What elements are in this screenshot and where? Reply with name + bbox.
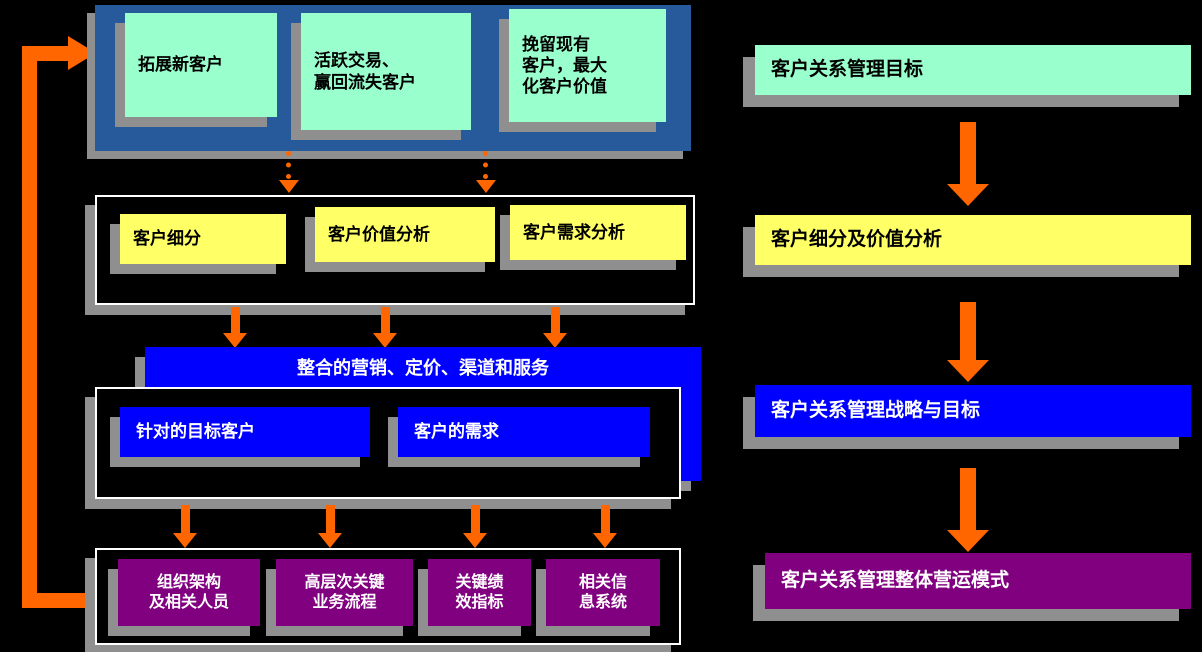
down-arrow-head-icon [593,533,617,548]
stage-label-segmentation-value: 客户细分及价值分析 [755,215,1191,265]
down-arrow-head-icon [173,533,197,548]
strategy-box-target-customers: 针对的目标客户 [120,407,370,457]
analysis-box-segmentation: 客户细分 [120,214,286,264]
down-arrow-head-icon [543,333,567,348]
loop-arrow-bottom-segment [22,593,94,608]
goal-box-expand-new-customers: 拓展新客户 [125,13,277,117]
integration-banner-label: 整合的营销、定价、渠道和服务 [297,358,549,378]
down-arrow-head-icon [463,533,487,548]
down-arrow-head-icon [223,333,247,348]
stage-arrow-shaft [960,302,976,360]
down-arrow-head-icon [373,333,397,348]
down-arrow-head-icon [318,533,342,548]
stage-arrow-shaft [960,468,976,530]
operations-box-kpi: 关键绩 效指标 [428,559,531,626]
stage-label-strategy-goals: 客户关系管理战略与目标 [755,385,1191,437]
stage-arrow-head-icon [947,360,989,382]
operations-box-key-processes: 高层次关键 业务流程 [276,559,413,626]
dotted-down-arrow-head-icon [279,180,299,193]
down-arrow-shaft [181,505,190,533]
down-arrow-shaft [471,505,480,533]
analysis-box-value-analysis: 客户价值分析 [315,207,495,262]
stage-arrow-head-icon [947,184,989,206]
dotted-down-arrow-head-icon [476,180,496,193]
down-arrow-shaft [551,307,560,333]
stage-arrow-shaft [960,122,976,184]
stage-label-operating-model: 客户关系管理整体营运模式 [765,553,1191,609]
down-arrow-shaft [381,307,390,333]
operations-box-info-systems: 相关信 息系统 [546,559,660,626]
operations-box-org-structure: 组织架构 及相关人员 [118,559,260,626]
strategy-box-customer-needs: 客户的需求 [398,407,650,457]
stage-label-crm-goals: 客户关系管理目标 [755,45,1191,95]
goal-box-active-transactions: 活跃交易、 赢回流失客户 [301,13,471,130]
down-arrow-shaft [326,505,335,533]
dotted-down-arrow-shaft [286,151,291,179]
dotted-down-arrow-shaft [483,151,488,179]
loop-arrow-head-icon [68,36,96,70]
loop-arrow-top-segment [22,46,70,61]
down-arrow-shaft [601,505,610,533]
stage-arrow-head-icon [947,530,989,552]
down-arrow-shaft [231,307,240,333]
loop-arrow-vertical-segment [22,46,37,608]
goal-box-retain-customers: 挽留现有 客户，最大 化客户价值 [509,9,666,122]
analysis-box-needs-analysis: 客户需求分析 [510,205,686,260]
